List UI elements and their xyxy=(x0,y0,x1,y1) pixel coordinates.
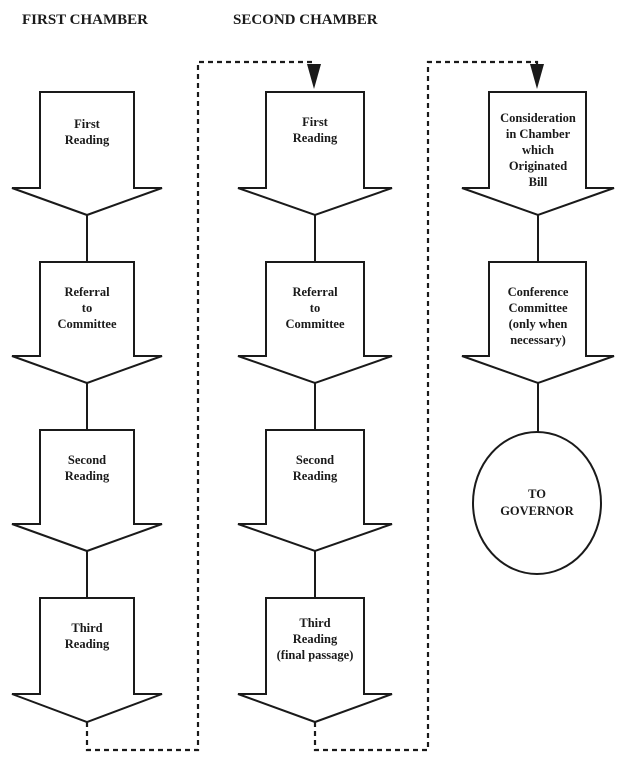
step-label-line: to xyxy=(82,301,92,315)
solid-connectors xyxy=(86,215,539,598)
arrow-consideration-in-originating-chamber: Consideration in Chamber which Originate… xyxy=(461,91,615,217)
arrowhead-to-originating-chamber xyxy=(530,64,544,89)
arrow-third-reading: Third Reading xyxy=(11,597,163,724)
first-chamber-title: FIRST CHAMBER xyxy=(22,12,148,28)
step-label-line: Originated xyxy=(509,159,567,173)
step-label-line: Reading xyxy=(293,632,338,646)
arrow-conference-committee: Conference Committee (only when necessar… xyxy=(461,261,615,385)
step-label-line: Referral xyxy=(292,285,338,299)
step-label-line: which xyxy=(522,143,554,157)
arrow-second-chamber-second-reading: Second Reading xyxy=(237,429,393,553)
arrow-first-reading: First Reading xyxy=(11,91,163,217)
step-label-line: First xyxy=(302,115,329,129)
step-label-line: Committee xyxy=(58,317,117,331)
step-label-line: Second xyxy=(68,453,106,467)
step-label-line: Referral xyxy=(64,285,110,299)
step-label-line: Bill xyxy=(529,175,548,189)
dashed-flow xyxy=(85,60,544,752)
step-label-line: Third xyxy=(71,621,102,635)
step-label-line: Reading xyxy=(293,469,338,483)
arrow-referral-to-committee: Referral to Committee xyxy=(11,261,163,385)
step-label-line: Consideration xyxy=(500,111,576,125)
second-chamber-title: SECOND CHAMBER xyxy=(233,12,378,28)
to-governor-oval: TO GOVERNOR xyxy=(472,431,602,575)
arrowhead-to-second-chamber xyxy=(307,64,321,89)
step-label-line: First xyxy=(74,117,101,131)
end-label-line: GOVERNOR xyxy=(500,504,575,518)
end-label-line: TO xyxy=(528,487,546,501)
step-label-line: Reading xyxy=(65,133,110,147)
arrow-second-chamber-first-reading: First Reading xyxy=(237,91,393,217)
step-label-line: Second xyxy=(296,453,334,467)
step-label-line: Committee xyxy=(286,317,345,331)
arrow-second-chamber-referral: Referral to Committee xyxy=(237,261,393,385)
step-label-line: Committee xyxy=(509,301,568,315)
step-label-line: Reading xyxy=(293,131,338,145)
step-label-line: Reading xyxy=(65,637,110,651)
step-label-line: Reading xyxy=(65,469,110,483)
step-label-line: Third xyxy=(299,616,330,630)
step-label-line: (final passage) xyxy=(277,648,354,662)
step-label-line: Conference xyxy=(508,285,569,299)
step-label-line: (only when xyxy=(509,317,568,331)
arrow-second-chamber-third-reading: Third Reading (final passage) xyxy=(237,597,393,724)
step-label-line: necessary) xyxy=(510,333,566,347)
step-label-line: in Chamber xyxy=(506,127,571,141)
arrow-second-reading: Second Reading xyxy=(11,429,163,553)
step-label-line: to xyxy=(310,301,320,315)
dashed-connector-to-originating-chamber xyxy=(313,60,539,752)
